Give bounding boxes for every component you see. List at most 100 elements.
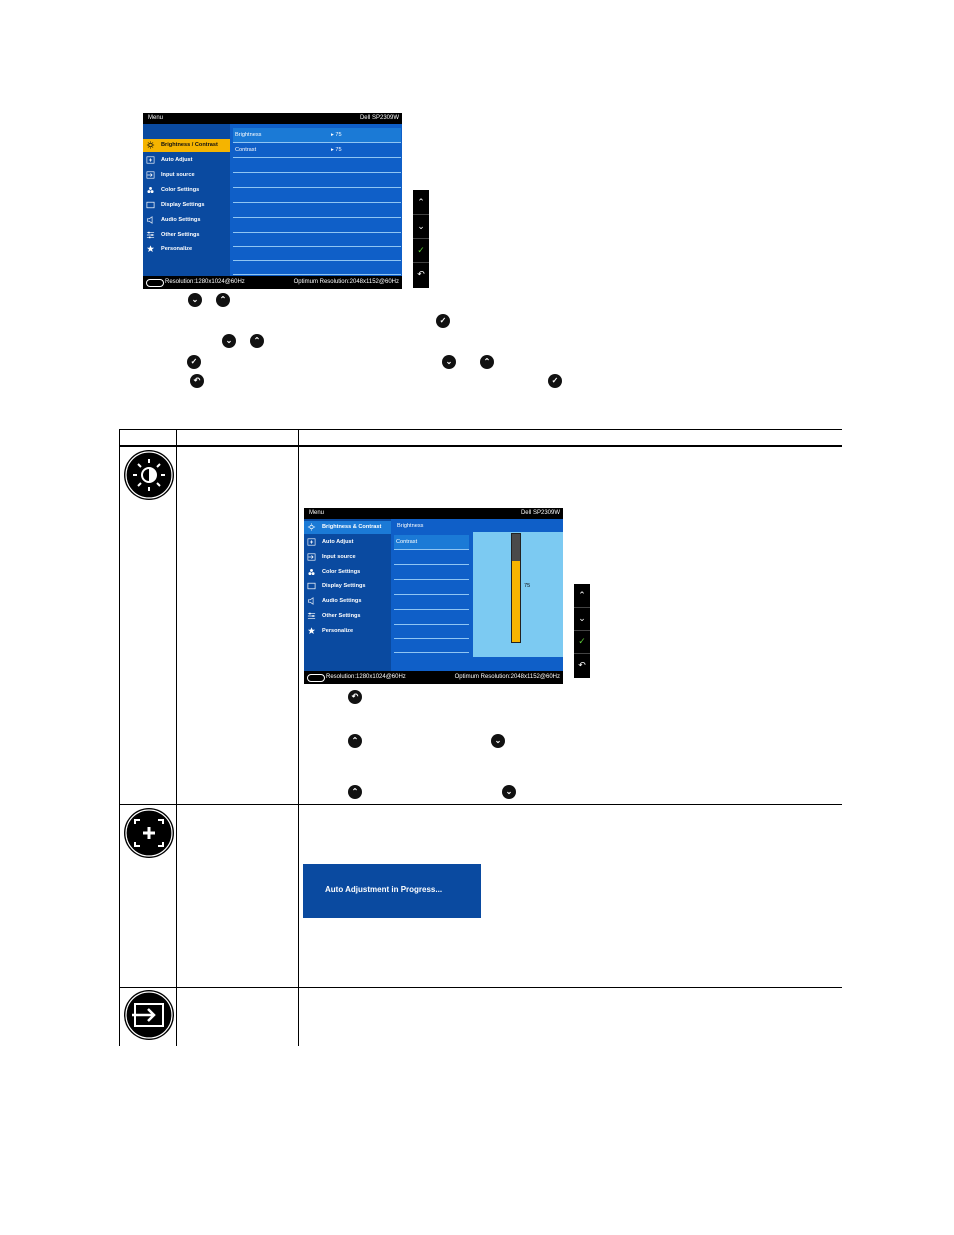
osd-row-empty [394, 550, 469, 565]
display-settings-icon [146, 201, 155, 209]
up-button-icon: ⌃ [216, 293, 230, 307]
auto-adjust-icon [124, 808, 174, 858]
osd-header: Menu Dell SP2309W [143, 113, 402, 124]
osd-row-empty [394, 638, 469, 653]
star-icon [307, 627, 316, 634]
osd-main-menu: Menu Dell SP2309W Brightness / Contrast … [143, 113, 402, 289]
star-icon [146, 245, 155, 252]
osd-menu-item-input-source[interactable]: Input source [143, 169, 230, 182]
osd-menu-label: Personalize [161, 246, 193, 252]
osd-menu-item-audio-settings[interactable]: Audio Settings [143, 214, 230, 227]
input-source-icon [146, 171, 155, 179]
osd-menu-item-personalize[interactable]: Personalize [304, 625, 391, 638]
down-button-icon: ⌄ [502, 785, 516, 799]
osd-menu-label: Color Settings [322, 569, 361, 575]
color-settings-icon [308, 568, 315, 576]
check-icon[interactable]: ✓ [574, 630, 590, 654]
osd-menu-item-input-source[interactable]: Input source [304, 551, 391, 564]
osd-row-empty [394, 595, 469, 610]
osd-brightness-panel: Brightness Contrast 75 [391, 519, 563, 671]
check-button-icon: ✓ [548, 374, 562, 388]
osd-row-empty [233, 158, 401, 173]
auto-adjust-dialog: Auto Adjustment in Progress... [303, 864, 481, 918]
check-button-icon: ✓ [187, 355, 201, 369]
osd-menu-label: Color Settings [161, 187, 200, 193]
up-button-icon: ⌃ [348, 785, 362, 799]
color-settings-icon [147, 186, 154, 194]
input-source-icon [124, 990, 174, 1040]
osd-menu-item-brightness[interactable]: Brightness & Contrast [304, 521, 391, 534]
osd-optimum-resolution: Optimum Resolution:2048x1152@60Hz [293, 279, 399, 285]
osd-footer: Resolution:1280x1024@60Hz Optimum Resolu… [304, 671, 563, 684]
osd-header-model: Dell SP2309W [359, 115, 399, 121]
osd-footer: Resolution:1280x1024@60Hz Optimum Resolu… [143, 276, 402, 289]
audio-settings-icon [307, 597, 314, 605]
osd-row-empty [233, 188, 401, 203]
brightness-icon [146, 141, 155, 149]
osd-menu-item-audio-settings[interactable]: Audio Settings [304, 595, 391, 608]
osd-menu-label: Display Settings [322, 583, 366, 589]
osd-menu-item-auto-adjust[interactable]: Auto Adjust [143, 154, 230, 167]
osd-menu-label: Auto Adjust [322, 539, 354, 545]
osd-settings-panel: Brightness ▸ 75 Contrast ▸ 75 [230, 124, 402, 276]
osd-menu-item-other-settings[interactable]: Other Settings [143, 229, 230, 242]
auto-adjust-icon [307, 538, 316, 546]
osd-row-contrast[interactable]: Contrast [394, 535, 469, 550]
auto-adjust-message: Auto Adjustment in Progress... [325, 885, 443, 894]
osd-row-empty [394, 624, 469, 639]
osd-menu-item-auto-adjust[interactable]: Auto Adjust [304, 536, 391, 549]
ddc-ci-logo [146, 279, 164, 287]
down-arrow-icon[interactable]: ⌄ [574, 607, 590, 631]
osd-row-empty [394, 565, 469, 580]
osd-row-name: Contrast [235, 147, 257, 153]
table-col-rule [298, 429, 299, 1046]
down-button-icon: ⌄ [442, 355, 456, 369]
other-settings-icon [307, 612, 316, 619]
osd-menu-item-display-settings[interactable]: Display Settings [143, 199, 230, 212]
osd-row-contrast[interactable]: Contrast ▸ 75 [233, 143, 401, 158]
osd-row-brightness[interactable]: Brightness ▸ 75 [233, 128, 401, 143]
table-col-rule [119, 429, 120, 1046]
osd-header-model: Dell SP2309W [520, 510, 560, 516]
osd-menu-label: Brightness / Contrast [161, 142, 218, 148]
osd-menu-item-color-settings[interactable]: Color Settings [304, 566, 391, 579]
down-button-icon: ⌄ [491, 734, 505, 748]
osd-menu-label: Other Settings [161, 232, 200, 238]
back-icon[interactable]: ↶ [417, 269, 425, 279]
osd-menu-item-brightness[interactable]: Brightness / Contrast [143, 139, 230, 152]
down-button-icon: ⌄ [222, 334, 236, 348]
table-top-rule [119, 429, 842, 430]
other-settings-icon [146, 231, 155, 239]
osd-menu-label: Brightness & Contrast [322, 524, 382, 530]
osd-menu-item-other-settings[interactable]: Other Settings [304, 610, 391, 623]
osd-menu-label: Input source [161, 172, 195, 178]
check-icon[interactable]: ✓ [413, 238, 429, 263]
osd-row-value: ▸ 75 [331, 147, 342, 153]
osd-row-empty [233, 246, 401, 261]
osd-menu-item-display-settings[interactable]: Display Settings [304, 580, 391, 593]
osd-menu-label: Audio Settings [322, 598, 362, 604]
osd-header-title: Menu [148, 115, 164, 121]
down-arrow-icon[interactable]: ⌄ [413, 214, 429, 239]
osd-menu-label: Input source [322, 554, 356, 560]
osd-menu-item-personalize[interactable]: Personalize [143, 243, 230, 256]
brightness-slider[interactable] [511, 533, 521, 643]
ddc-ci-logo [307, 674, 325, 682]
down-button-icon: ⌄ [188, 293, 202, 307]
osd-nav-buttons: ⌃ ⌄ ✓ ↶ [574, 584, 590, 678]
osd-row-empty [233, 260, 401, 275]
osd-panel-title: Brightness [397, 523, 424, 529]
input-source-icon [307, 553, 316, 561]
back-button-icon: ↶ [348, 690, 362, 704]
osd-menu-label: Personalize [322, 628, 354, 634]
up-arrow-icon[interactable]: ⌃ [574, 584, 590, 608]
osd-row-empty [233, 173, 401, 188]
brightness-icon [307, 523, 316, 531]
table-col-rule [176, 429, 177, 1046]
up-arrow-icon[interactable]: ⌃ [413, 190, 429, 215]
osd-row-empty [233, 203, 401, 218]
brightness-contrast-icon [124, 450, 174, 500]
up-button-icon: ⌃ [348, 734, 362, 748]
osd-menu-item-color-settings[interactable]: Color Settings [143, 184, 230, 197]
back-icon[interactable]: ↶ [578, 660, 586, 670]
